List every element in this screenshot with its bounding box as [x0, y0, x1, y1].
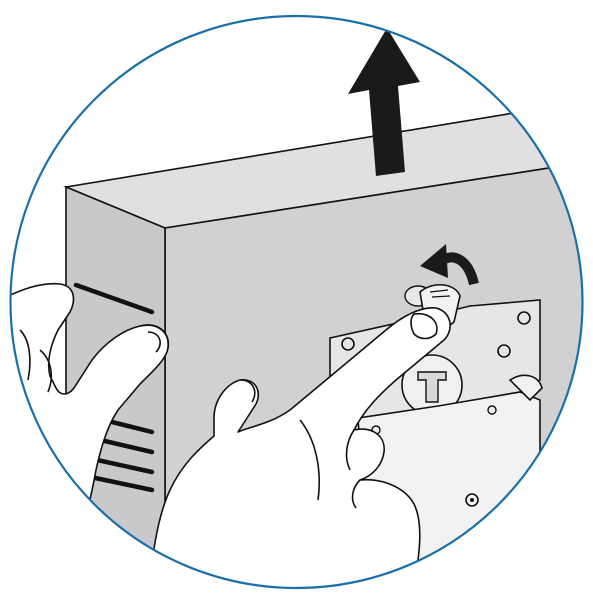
illustration-canvas	[0, 0, 593, 600]
instruction-illustration	[0, 0, 593, 600]
circle-content	[0, 0, 593, 600]
